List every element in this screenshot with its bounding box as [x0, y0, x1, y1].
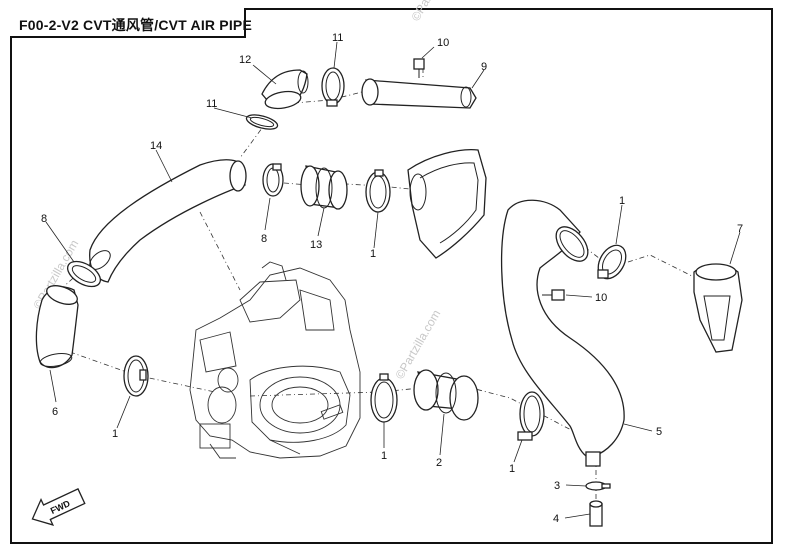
callout-10-lower: 10	[595, 292, 607, 304]
callout-4: 4	[553, 513, 559, 525]
cvt-cover-plate	[407, 149, 487, 259]
part-14-long-pipe	[89, 159, 247, 283]
part-13-sleeve	[300, 165, 348, 210]
diagram-title: F00-2-V2 CVT通风管/CVT AIR PIPE	[19, 17, 253, 33]
callout-5: 5	[656, 426, 662, 438]
part-4-drain-tube	[589, 500, 603, 527]
fwd-arrow: FWD	[31, 488, 86, 526]
part-1-clamp-c	[370, 373, 398, 423]
part-11-clamp-lower	[245, 114, 279, 130]
callout-14: 14	[150, 140, 162, 152]
callout-2: 2	[436, 457, 442, 469]
part-11-clamp-upper	[321, 67, 345, 107]
callout-1-b: 1	[112, 428, 118, 440]
callout-1-d: 1	[509, 463, 515, 475]
part-8-clamp-center	[262, 163, 284, 197]
part-3-clip	[585, 481, 611, 491]
part-5-main-pipe	[500, 199, 625, 467]
part-6-lower-elbow	[35, 285, 79, 369]
part-1-clamp-a	[365, 169, 391, 213]
callout-leader-lines	[45, 41, 741, 519]
callouts: 12 11 10 9 11 14 8 8 13 1 1 7 10 6 1 1 2…	[41, 32, 743, 525]
watermark-center: ©Partzilla.com	[392, 307, 443, 381]
part-2-sleeve	[413, 369, 479, 421]
part-8-clamp-left	[66, 260, 102, 288]
part-9-upper-pipe	[361, 78, 477, 109]
part-10-lower-screw	[542, 289, 565, 301]
watermark-top: ©Partzilla.com	[408, 0, 459, 23]
callout-11-lower: 11	[206, 98, 217, 110]
part-1-clamp-b	[123, 355, 149, 397]
callout-6: 6	[52, 406, 58, 418]
part-1-clamp-e	[597, 244, 627, 280]
callout-12: 12	[239, 54, 251, 66]
callout-8-center: 8	[261, 233, 267, 245]
callout-3: 3	[554, 480, 560, 492]
title-box	[10, 8, 246, 38]
callout-9: 9	[481, 61, 487, 73]
callout-13: 13	[310, 239, 322, 251]
callout-11-upper: 11	[332, 32, 343, 44]
diagram-frame	[10, 8, 773, 544]
engine-assembly	[189, 261, 361, 459]
part-1-clamp-d	[517, 391, 545, 441]
callout-10-upper: 10	[437, 37, 449, 49]
callout-1-a: 1	[370, 248, 376, 260]
part-12-elbow-pipe	[261, 69, 309, 110]
callout-1-c: 1	[381, 450, 387, 462]
callout-8-left: 8	[41, 213, 47, 225]
part-10-upper-screw	[413, 58, 425, 78]
callout-7: 7	[737, 223, 743, 235]
part-7-inlet-duct	[693, 263, 743, 353]
callout-1-e: 1	[619, 195, 625, 207]
